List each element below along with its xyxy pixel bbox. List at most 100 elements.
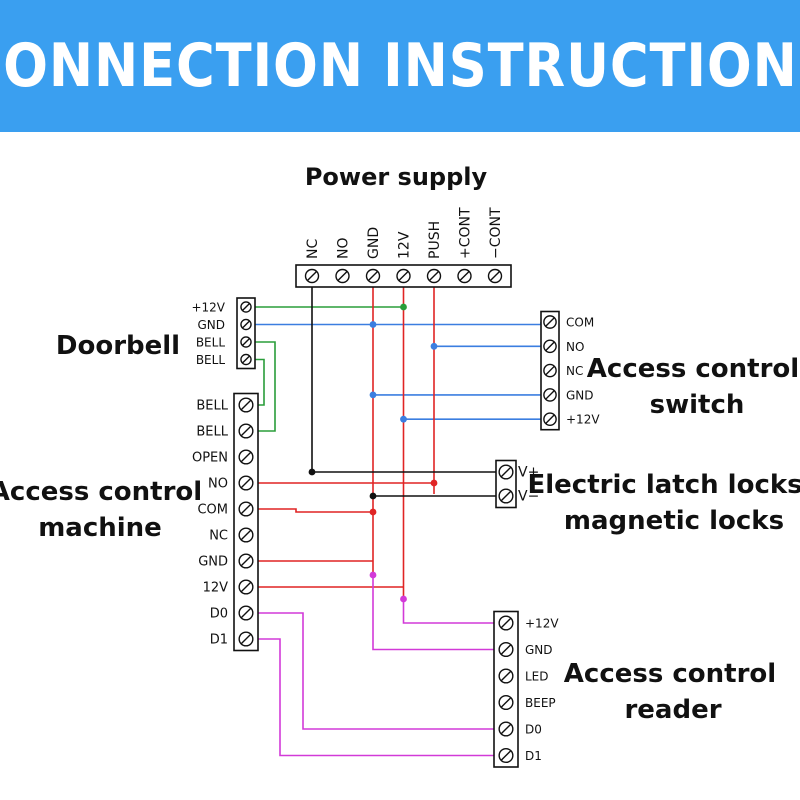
access-control-switch-label-2: switch — [650, 390, 745, 420]
screw-slot — [545, 341, 555, 352]
screw-slot — [500, 697, 512, 708]
wire-machine-com — [258, 508, 373, 513]
junction-dot — [430, 342, 438, 350]
power-terminal-label: NC — [305, 239, 321, 259]
screw-slot — [306, 270, 318, 282]
junction-dot — [369, 508, 377, 516]
power-terminal-label: −CONT — [488, 207, 504, 259]
screw-slot — [240, 477, 252, 489]
screw-slot — [500, 644, 512, 655]
access-control-reader-label-2: reader — [624, 695, 721, 725]
terminal-label: D0 — [525, 723, 542, 737]
junction-dot — [369, 571, 377, 579]
screw-slot — [545, 414, 555, 424]
power-terminal-label: PUSH — [427, 221, 443, 259]
screw-slot — [545, 365, 555, 376]
terminal-label: V+ — [518, 465, 539, 481]
terminal-blocks: NC NO GND 12V PUSH +CONT −CONT +12V GND BELL BELL C… — [191, 207, 600, 768]
junction-dot — [369, 492, 377, 500]
junction-dot — [369, 391, 377, 399]
locks-label-2: magnetic locks — [564, 506, 784, 536]
screw-slot — [337, 270, 348, 282]
terminal-label: BELL — [196, 399, 228, 414]
terminal-label: GND — [566, 388, 594, 402]
terminal-label: +12V — [525, 617, 559, 631]
junction-dot — [430, 479, 438, 487]
screw-slot — [240, 555, 252, 567]
screw-slot — [545, 317, 555, 327]
access-control-switch-label-1: Access control — [587, 354, 799, 384]
terminal-label: BELL — [196, 353, 226, 367]
junction-dot — [400, 415, 407, 423]
screw-slot — [367, 270, 379, 282]
screw-slot — [240, 607, 252, 619]
terminal-label: BELL — [196, 425, 228, 440]
screw-slot — [240, 529, 252, 541]
screw-slot — [240, 399, 252, 411]
wire-bell-1 — [255, 341, 276, 432]
header-banner: CONNECTION INSTRUCTIONS — [0, 0, 800, 132]
terminal-label: D1 — [525, 749, 542, 763]
access-control-machine-label-1: Access control — [0, 477, 202, 507]
terminal-label: +12V — [191, 301, 225, 315]
wire-bell-2 — [255, 358, 265, 406]
locks-block: V+ V− — [495, 459, 539, 509]
wire-reader-gnd — [372, 575, 494, 651]
access-control-machine-label-2: machine — [38, 513, 162, 543]
terminal-label: D0 — [210, 607, 228, 622]
terminal-label: LED — [525, 670, 549, 684]
terminal-label: OPEN — [192, 451, 228, 466]
junction-dot — [308, 468, 316, 476]
screw-slot — [500, 670, 512, 682]
screw-slot — [500, 490, 512, 502]
screw-slot — [500, 723, 512, 735]
screw-slot — [489, 270, 501, 282]
screw-slot — [240, 425, 252, 437]
wire-reader-d1 — [258, 638, 494, 757]
power-terminal-label: +CONT — [458, 207, 474, 259]
screw-slot — [241, 320, 251, 329]
terminal-label: +12V — [566, 413, 600, 427]
power-terminal-label: GND — [366, 227, 382, 259]
screw-slot — [240, 503, 252, 515]
terminal-label: D1 — [210, 633, 228, 648]
screw-slot — [500, 466, 512, 478]
screw-slot — [459, 270, 470, 282]
access-control-reader-label-1: Access control — [564, 659, 776, 689]
power-supply-block: NC NO GND 12V PUSH +CONT −CONT — [295, 207, 512, 288]
screw-slot — [500, 750, 512, 761]
power-supply-label: Power supply — [305, 163, 488, 191]
wire-reader-d0 — [258, 612, 494, 730]
page-title: CONNECTION INSTRUCTIONS — [0, 31, 800, 101]
terminal-label: COM — [197, 503, 228, 518]
screw-slot — [240, 451, 252, 463]
locks-label-1: Electric latch locks, — [527, 470, 800, 500]
junction-dot — [400, 303, 407, 311]
screw-slot — [545, 390, 555, 400]
screw-slot — [241, 337, 251, 347]
terminal-label: NO — [566, 340, 584, 354]
wires — [255, 287, 542, 757]
power-terminal-label: NO — [336, 238, 352, 260]
terminal-label: BELL — [196, 336, 226, 350]
terminal-label: V− — [518, 489, 539, 505]
screw-slot — [241, 355, 251, 364]
terminal-label: 12V — [203, 581, 229, 596]
screw-slot — [428, 270, 440, 282]
screw-slot — [500, 617, 512, 629]
screw-slot — [240, 581, 252, 593]
power-terminal-label: 12V — [397, 231, 413, 259]
junction-dots — [308, 303, 438, 603]
screw-slot — [241, 302, 251, 312]
terminal-block-frame — [493, 610, 519, 768]
terminal-label: NC — [209, 529, 228, 544]
terminal-label: NO — [208, 477, 228, 492]
terminal-label: COM — [566, 316, 594, 330]
terminal-label: GND — [197, 318, 225, 332]
wire-reader-12v — [402, 599, 494, 624]
doorbell-label: Doorbell — [56, 331, 180, 361]
terminal-label: GND — [198, 555, 228, 570]
